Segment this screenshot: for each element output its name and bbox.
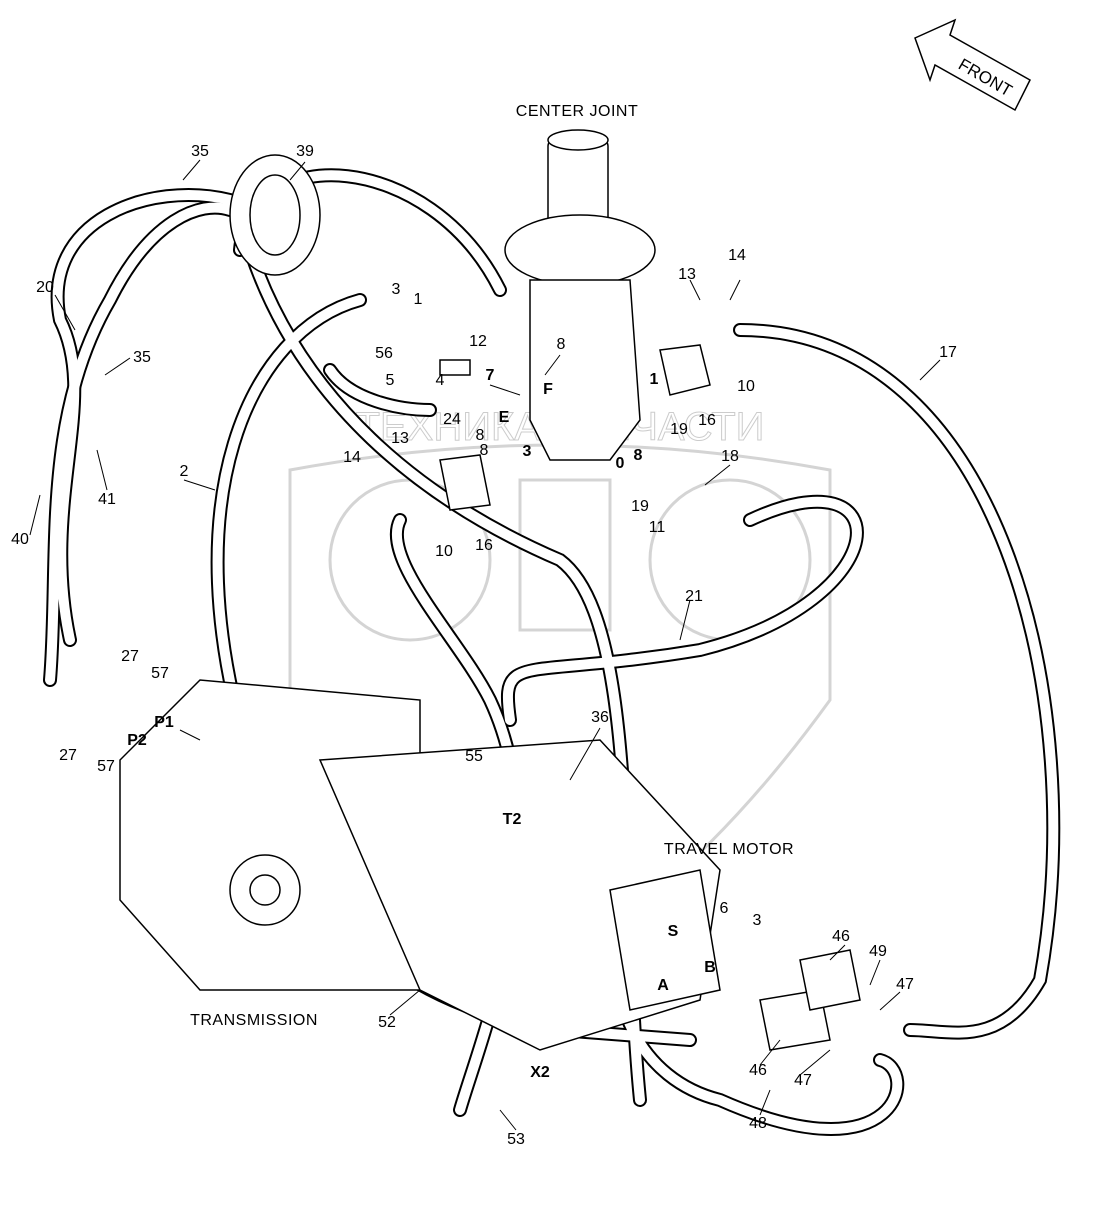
callout-label: 56	[375, 345, 393, 362]
callout-label: B	[704, 959, 716, 976]
callout-label: 35	[133, 349, 151, 366]
callout-label: 53	[507, 1131, 525, 1148]
callout-label: 1	[649, 371, 659, 388]
callout-label: 16	[475, 537, 493, 554]
callout-label: 1	[413, 291, 423, 308]
callout-label: 41	[98, 491, 116, 508]
callout-label: P2	[127, 732, 147, 749]
callout-label: 13	[678, 266, 696, 283]
callout-label: 4	[435, 372, 445, 389]
callout-label: T2	[502, 811, 522, 828]
callout-label: 14	[728, 247, 746, 264]
center-joint-title: CENTER JOINT	[515, 103, 639, 120]
travel-motor-title: TRAVEL MOTOR	[663, 841, 795, 858]
callout-label: 7	[485, 367, 495, 384]
components	[119, 129, 861, 1051]
callout-label: 8	[475, 427, 485, 444]
callout-label: 36	[591, 709, 609, 726]
callout-label: 46	[749, 1062, 767, 1079]
callout-label: 27	[121, 648, 139, 665]
transmission-title: TRANSMISSION	[190, 1012, 318, 1029]
leader-lines	[29, 159, 941, 1131]
callout-label: F	[543, 381, 553, 398]
callout-label: 3	[391, 281, 401, 298]
callout-label: 10	[737, 378, 755, 395]
callout-label: 47	[794, 1072, 812, 1089]
callout-label: 57	[97, 758, 115, 775]
callout-label: 19	[631, 498, 649, 515]
callout-label: 46	[832, 928, 850, 945]
callout-label: 21	[685, 588, 703, 605]
callout-label: 49	[869, 943, 887, 960]
callout-label: 3	[522, 443, 532, 460]
callout-label: 5	[385, 372, 395, 389]
callout-label: 8	[633, 447, 643, 464]
callout-label: X2	[530, 1064, 550, 1081]
callout-label: S	[667, 923, 679, 940]
callout-label: 10	[435, 543, 453, 560]
callout-label: 19	[670, 421, 688, 438]
callout-label: 14	[343, 449, 361, 466]
callout-label: 47	[896, 976, 914, 993]
callout-label: E	[498, 409, 510, 426]
callout-label: 0	[615, 455, 625, 472]
callout-label: 6	[719, 900, 729, 917]
callout-label: 24	[443, 411, 461, 428]
callout-label: 48	[749, 1115, 767, 1132]
callout-label: 20	[36, 279, 54, 296]
callout-label: 2	[179, 463, 189, 480]
callout-label: 8	[479, 442, 489, 459]
callout-label: 27	[59, 747, 77, 764]
callout-label: 8	[556, 336, 566, 353]
front-arrow	[914, 18, 1031, 112]
callout-label: 18	[721, 448, 739, 465]
callout-label: 55	[465, 748, 483, 765]
callout-label: 39	[296, 143, 314, 160]
callout-label: 3	[752, 912, 762, 929]
callout-label: 35	[191, 143, 209, 160]
callout-label: A	[657, 977, 669, 994]
callout-label: 13	[391, 430, 409, 447]
callout-label: 52	[378, 1014, 396, 1031]
callout-label: 17	[939, 344, 957, 361]
callout-label: 11	[648, 519, 666, 536]
callout-label: 40	[11, 531, 29, 548]
callout-label: 16	[698, 412, 716, 429]
callout-label: 57	[151, 665, 169, 682]
callout-label: P1	[154, 714, 174, 731]
callout-label: 12	[469, 333, 487, 350]
